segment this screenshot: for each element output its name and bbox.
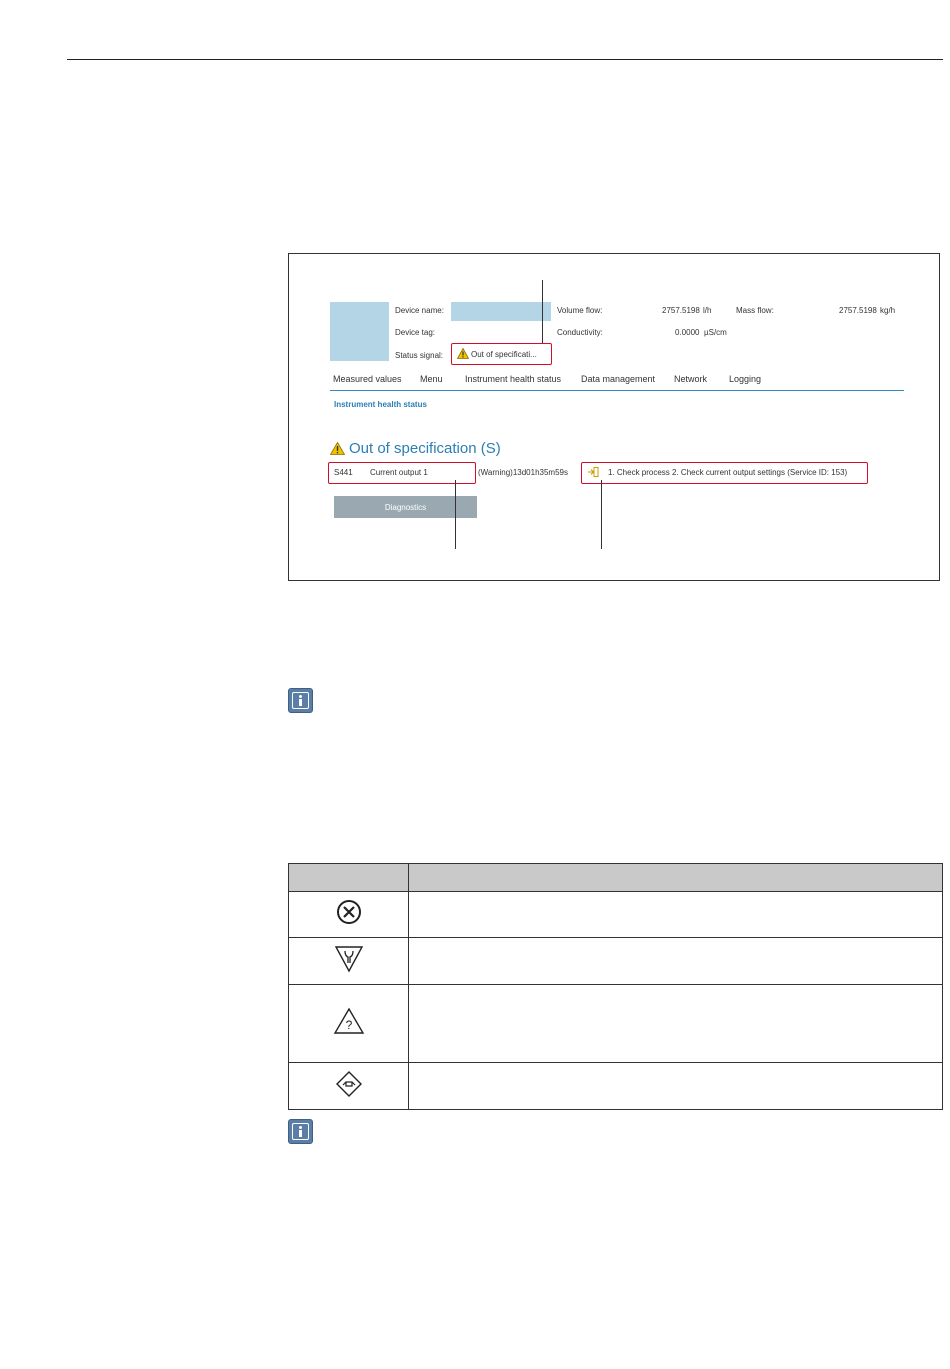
- table-cell-symbol: [288, 1062, 409, 1110]
- function-check-icon: [335, 1070, 362, 1097]
- callout-leader-status-signal: [542, 280, 543, 343]
- top-rule: [67, 59, 943, 60]
- volume-flow-value: 2757.5198: [662, 306, 700, 315]
- mass-flow-label: Mass flow:: [736, 306, 774, 315]
- table-header-meaning: [408, 863, 943, 892]
- table-row: [288, 891, 943, 938]
- status-signal-highlight: [451, 343, 552, 365]
- status-title: Out of specification (S): [349, 439, 501, 457]
- device-image-placeholder: [330, 302, 389, 361]
- out-of-specification-icon: ?: [333, 1007, 364, 1034]
- table-header-symbol: [288, 863, 409, 892]
- conductivity-label: Conductivity:: [557, 328, 603, 337]
- diagnostic-symbol-table: ?: [288, 863, 943, 1110]
- diagnostic-name: Current output 1: [370, 468, 428, 477]
- volume-flow-label: Volume flow:: [557, 306, 603, 315]
- info-note-icon: [288, 688, 313, 713]
- section-title: Instrument health status: [334, 400, 427, 409]
- table-cell-symbol: ?: [288, 984, 409, 1063]
- table-cell-meaning: [408, 1062, 943, 1110]
- nav-network[interactable]: Network: [674, 374, 708, 384]
- nav-measured-values[interactable]: Measured values: [333, 374, 402, 384]
- device-tag-label: Device tag:: [395, 328, 436, 337]
- device-name-value-field: [451, 302, 551, 321]
- table-row: [288, 937, 943, 985]
- conductivity-value: 0.0000: [675, 328, 700, 337]
- volume-flow-unit: l/h: [703, 306, 712, 315]
- table-cell-symbol: [288, 937, 409, 985]
- nav-menu[interactable]: Menu: [420, 374, 443, 384]
- diagnostic-timestamp: (Warning)13d01h35m59s: [478, 468, 568, 477]
- callout-leader-remedy: [601, 480, 602, 549]
- nav-underline: [330, 390, 904, 391]
- figure-frame: [288, 253, 940, 581]
- status-signal-value[interactable]: Out of specificati...: [471, 350, 537, 359]
- table-row: [288, 1062, 943, 1110]
- nav-data-management[interactable]: Data management: [581, 374, 656, 384]
- callout-leader-diagnostic-event: [455, 480, 456, 549]
- table-cell-meaning: [408, 937, 943, 985]
- nav-logging[interactable]: Logging: [729, 374, 762, 384]
- table-cell-meaning: [408, 984, 943, 1063]
- diagnostic-event-highlight: [328, 462, 476, 484]
- warning-icon: [330, 441, 345, 455]
- table-row: ?: [288, 984, 943, 1063]
- svg-text:?: ?: [345, 1018, 352, 1032]
- diagnostic-code: S441: [334, 468, 353, 477]
- table-cell-meaning: [408, 891, 943, 938]
- nav-instrument-health-status[interactable]: Instrument health status: [465, 374, 562, 384]
- remedy-icon[interactable]: [587, 466, 599, 478]
- conductivity-unit: µS/cm: [704, 328, 727, 337]
- diagnostics-button[interactable]: Diagnostics: [334, 496, 477, 518]
- table-header-row: [288, 863, 943, 892]
- device-name-label: Device name:: [395, 306, 444, 315]
- remedy-highlight: [581, 462, 868, 484]
- warning-icon: [457, 348, 469, 359]
- mass-flow-value: 2757.5198: [839, 306, 877, 315]
- remedy-text: 1. Check process 2. Check current output…: [608, 468, 848, 477]
- table-cell-symbol: [288, 891, 409, 938]
- status-signal-label: Status signal:: [395, 351, 444, 360]
- status-heading: Out of specification (S): [330, 438, 501, 458]
- failure-icon: [336, 900, 361, 924]
- info-note-icon: [288, 1119, 313, 1144]
- mass-flow-unit: kg/h: [880, 306, 896, 315]
- maintenance-required-icon: [334, 945, 363, 972]
